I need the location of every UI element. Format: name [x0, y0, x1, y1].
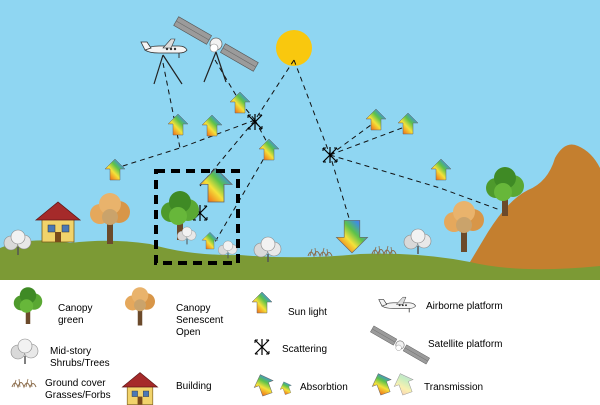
- ground: [0, 240, 600, 280]
- legend-transmission-icon: [368, 369, 414, 398]
- focus-box: [154, 169, 240, 265]
- legend-label-transmission: Transmission: [424, 382, 484, 393]
- legend-panel: [0, 280, 600, 405]
- legend-label-canopy-green: Canopy green: [58, 303, 93, 326]
- sun-icon: [276, 30, 312, 66]
- legend-label-satellite: Satellite platform: [428, 339, 503, 350]
- legend-label-midstory: Mid-story Shrubs/Trees: [50, 346, 110, 369]
- legend-label-canopy-senescent: Canopy Senescent Open: [176, 303, 224, 338]
- legend-label-scattering: Scattering: [282, 344, 328, 355]
- legend-label-building: Building: [176, 381, 212, 392]
- satellite-platform-icon: [173, 16, 259, 83]
- legend-label-ground-cover: Ground cover Grasses/Forbs: [45, 378, 111, 401]
- legend-label-airborne: Airborne platform: [426, 301, 503, 312]
- legend-label-absorption: Absorbtion: [300, 382, 348, 393]
- legend-label-sunlight: Sun light: [288, 307, 327, 318]
- airborne-platform-icon: [140, 38, 188, 85]
- mountain: [470, 144, 600, 280]
